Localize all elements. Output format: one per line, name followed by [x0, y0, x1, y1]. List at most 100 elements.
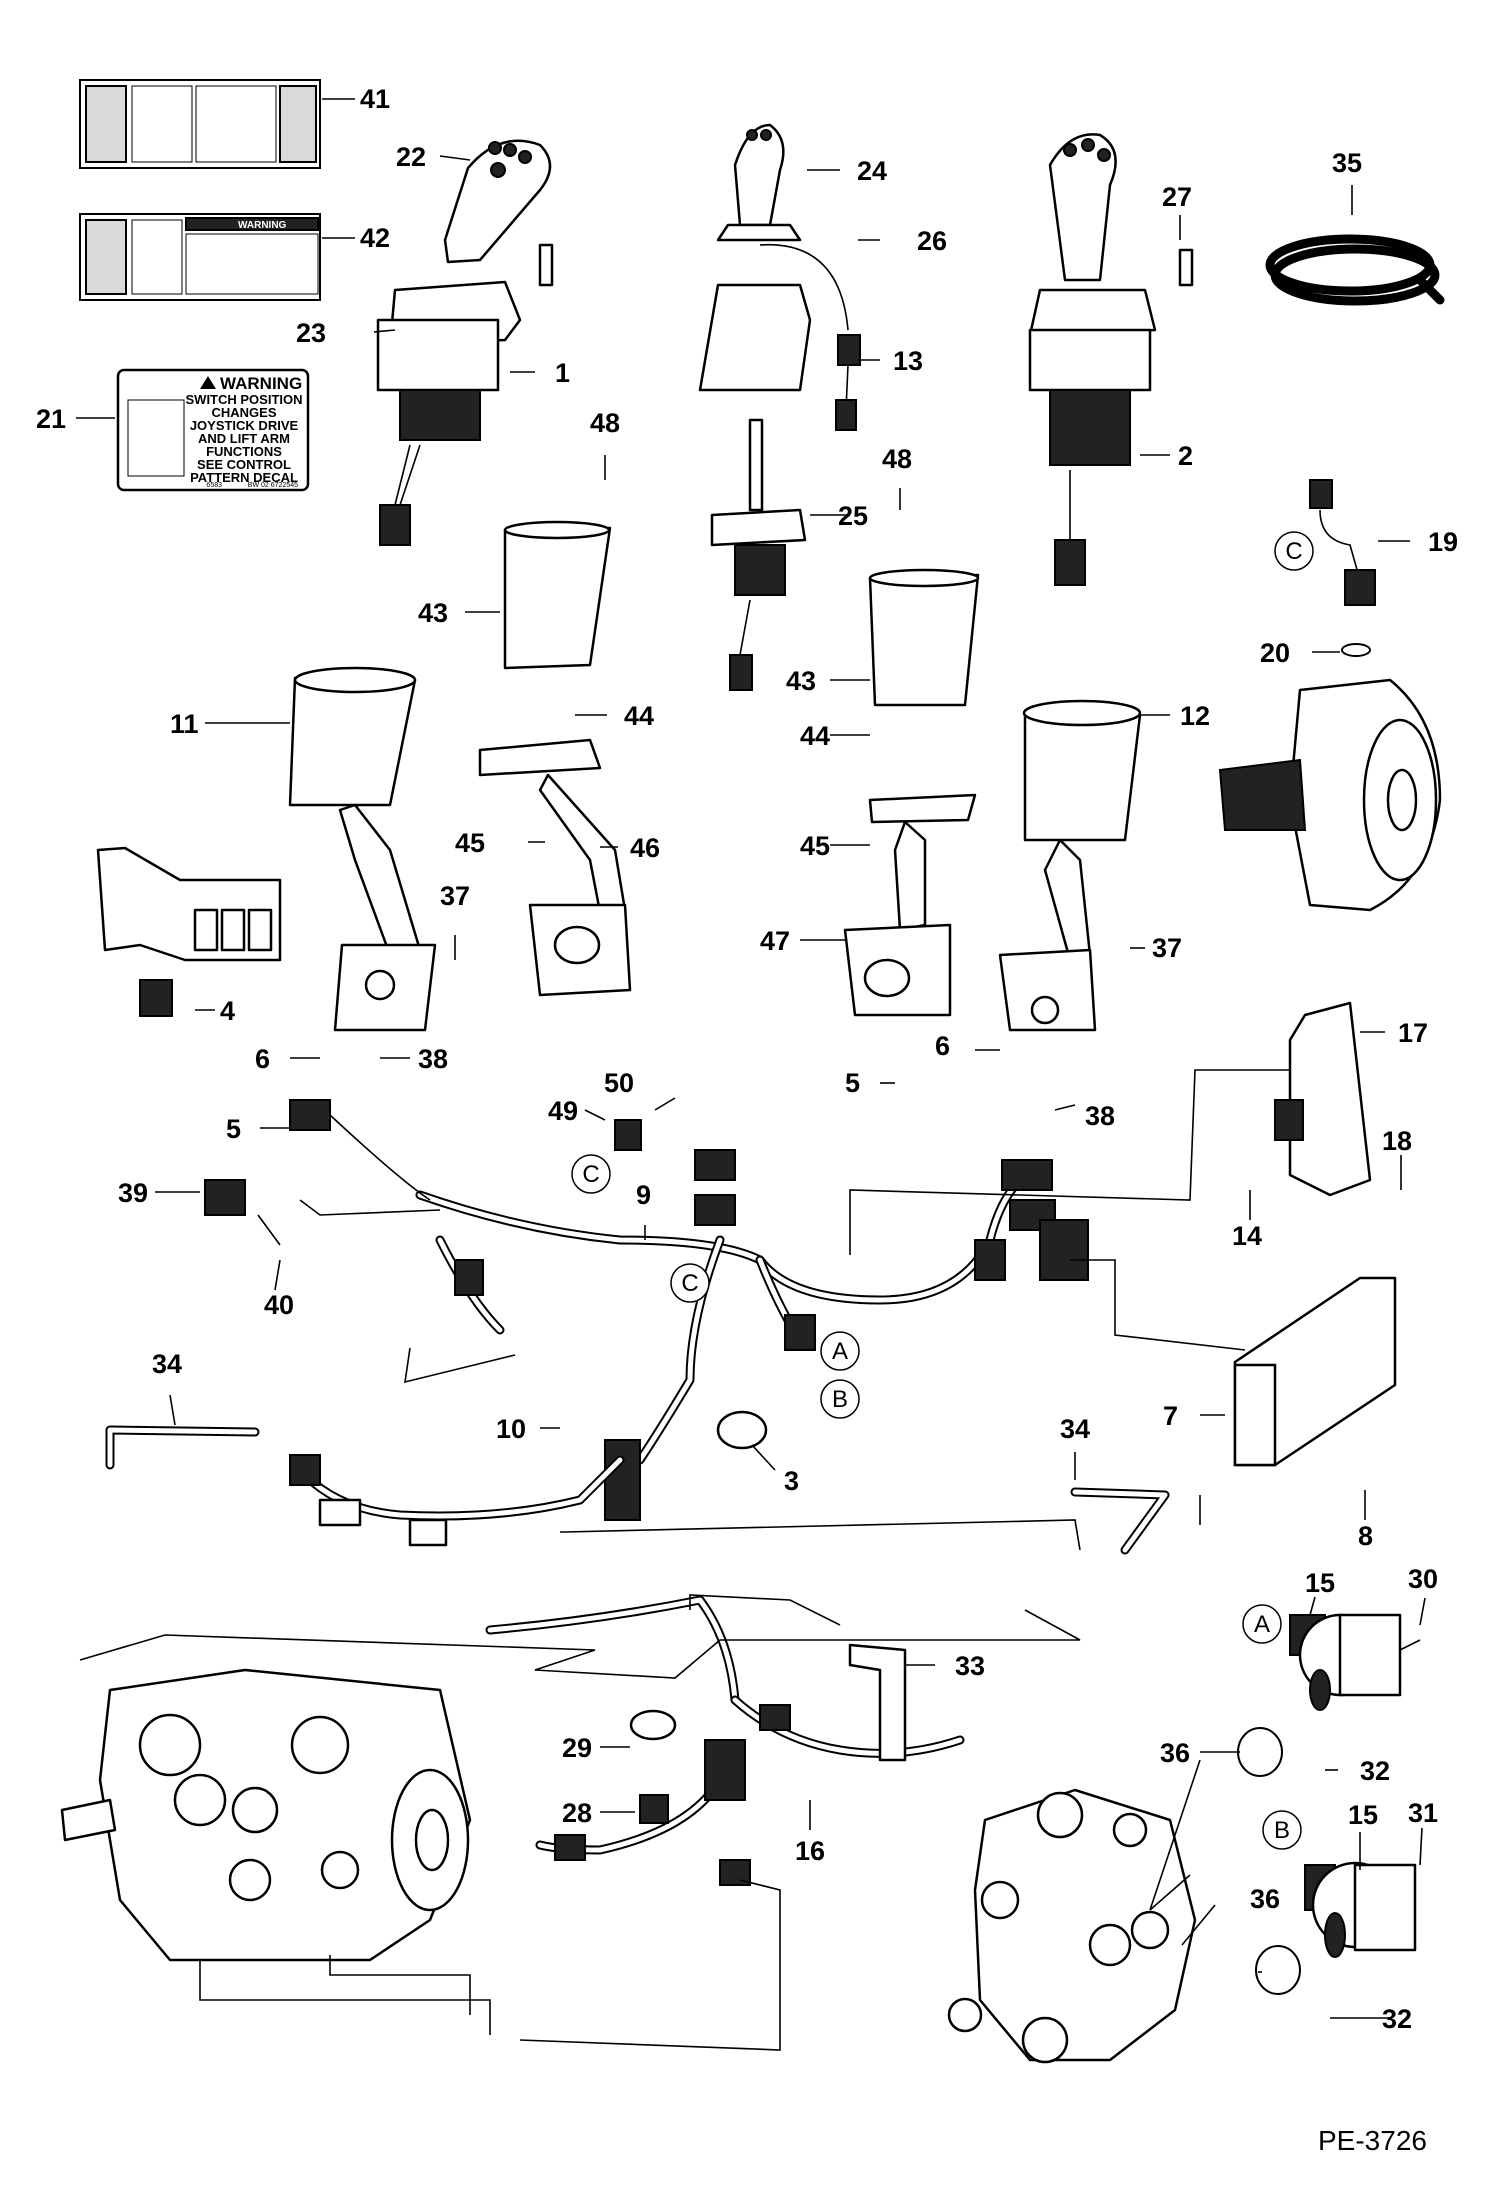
callout-41: 41 — [360, 84, 390, 114]
warning-line-4: AND LIFT ARM — [198, 431, 290, 446]
joystick-center — [698, 123, 861, 691]
marker-a-actuator: A — [1242, 1604, 1282, 1644]
callout-48-left: 48 — [590, 408, 620, 438]
callouts: 41 42 21 22 23 1 24 26 13 25 27 2 35 19 … — [36, 84, 1458, 2034]
controller-module — [1233, 1276, 1397, 1467]
warning-line-1: SWITCH POSITION — [186, 392, 303, 407]
bracket-47 — [843, 793, 977, 1017]
callout-6-left: 6 — [255, 1044, 270, 1074]
marker-letter: B — [832, 1386, 848, 1413]
callout-17: 17 — [1398, 1018, 1428, 1048]
callout-8: 8 — [1358, 1521, 1373, 1551]
warning-decal: WARNING SWITCH POSITION CHANGES JOYSTICK… — [116, 368, 310, 492]
warning-heading: WARNING — [220, 374, 302, 393]
callout-31: 31 — [1408, 1798, 1438, 1828]
harness-10 — [289, 1454, 625, 1547]
callout-40: 40 — [264, 1290, 294, 1320]
callout-48-right: 48 — [882, 444, 912, 474]
callout-38-left: 38 — [418, 1044, 448, 1074]
callout-32-upper: 32 — [1360, 1756, 1390, 1786]
callout-30: 30 — [1408, 1564, 1438, 1594]
callout-20: 20 — [1260, 638, 1290, 668]
callout-23: 23 — [296, 318, 326, 348]
marker-letter: A — [1254, 1611, 1270, 1638]
callout-25: 25 — [838, 501, 868, 531]
console-cover-43-right — [868, 568, 980, 707]
callout-14: 14 — [1232, 1221, 1262, 1251]
marker-letter: B — [1274, 1817, 1290, 1844]
cable-coil — [1265, 234, 1445, 306]
o-ring-36-upper — [1237, 1727, 1283, 1777]
callout-28: 28 — [562, 1798, 592, 1828]
callout-29: 29 — [562, 1733, 592, 1763]
decal-41 — [79, 79, 321, 169]
decal-42: WARNING — [79, 213, 321, 301]
marker-letter: C — [582, 1161, 599, 1188]
allen-key-right — [1070, 1487, 1170, 1555]
warning-triangle-icon — [200, 376, 216, 389]
callout-39: 39 — [118, 1178, 148, 1208]
callout-22: 22 — [396, 142, 426, 172]
callout-12: 12 — [1180, 701, 1210, 731]
callout-45-right: 45 — [800, 831, 830, 861]
callout-4: 4 — [220, 996, 235, 1026]
leader-lines — [76, 98, 1426, 2019]
callout-42: 42 — [360, 223, 390, 253]
callout-33: 33 — [955, 1651, 985, 1681]
harness-16 — [485, 1595, 965, 1886]
marker-c-19: C — [1274, 531, 1314, 571]
callout-7: 7 — [1163, 1401, 1178, 1431]
connector-49 — [614, 1097, 676, 1151]
warning-line-5: FUNCTIONS — [206, 444, 282, 459]
actuator-15-lower — [1304, 1861, 1417, 1958]
callout-38-right: 38 — [1085, 1101, 1115, 1131]
warning-line-7: PATTERN DECAL — [190, 470, 298, 485]
o-ring-36-lower — [1255, 1945, 1301, 1995]
cable-tie — [716, 1410, 768, 1450]
charge-pump-valve — [947, 1788, 1197, 2064]
callout-44-right: 44 — [800, 721, 830, 751]
callout-24: 24 — [857, 156, 887, 186]
warning-code-1: 6583 — [206, 482, 222, 489]
callout-32-lower: 32 — [1382, 2004, 1412, 2034]
marker-b-actuator: B — [1262, 1810, 1302, 1850]
console-cover-43-left — [503, 520, 612, 670]
clip-28 — [629, 1709, 677, 1824]
reference-lines — [79, 1069, 1290, 2051]
warning-code-2: BW 02 6722545 — [248, 482, 298, 489]
callout-16: 16 — [795, 1836, 825, 1866]
callout-9: 9 — [636, 1180, 651, 1210]
marker-b-harness: B — [820, 1379, 860, 1419]
decal-42-heading: WARNING — [238, 220, 287, 231]
callout-44-left: 44 — [624, 701, 654, 731]
callout-15-upper: 15 — [1305, 1568, 1335, 1598]
switch-panel — [96, 846, 282, 1017]
callout-49: 49 — [548, 1096, 578, 1126]
callout-10: 10 — [496, 1414, 526, 1444]
callout-19: 19 — [1428, 527, 1458, 557]
bracket-33 — [848, 1643, 907, 1762]
callout-27: 27 — [1162, 182, 1192, 212]
joystick-right — [1028, 133, 1194, 586]
callout-46: 46 — [630, 833, 660, 863]
callout-43-left: 43 — [418, 598, 448, 628]
marker-c-49: C — [571, 1154, 611, 1194]
callout-5-right: 5 — [845, 1068, 860, 1098]
callout-43-right: 43 — [786, 666, 816, 696]
joystick-housing-11 — [288, 666, 437, 1032]
marker-c-harness: C — [670, 1263, 710, 1303]
callout-26: 26 — [917, 226, 947, 256]
drive-motor — [1218, 678, 1442, 912]
callout-11: 11 — [170, 709, 199, 739]
callout-18: 18 — [1382, 1126, 1412, 1156]
callout-6-right: 6 — [935, 1031, 950, 1061]
callout-13: 13 — [893, 346, 923, 376]
joystick-left — [376, 139, 554, 546]
callout-2: 2 — [1178, 441, 1193, 471]
marker-letter: C — [681, 1270, 698, 1297]
callout-47: 47 — [760, 926, 790, 956]
callout-37-right: 37 — [1152, 933, 1182, 963]
callout-21: 21 — [36, 404, 66, 434]
callout-5-left: 5 — [226, 1114, 241, 1144]
